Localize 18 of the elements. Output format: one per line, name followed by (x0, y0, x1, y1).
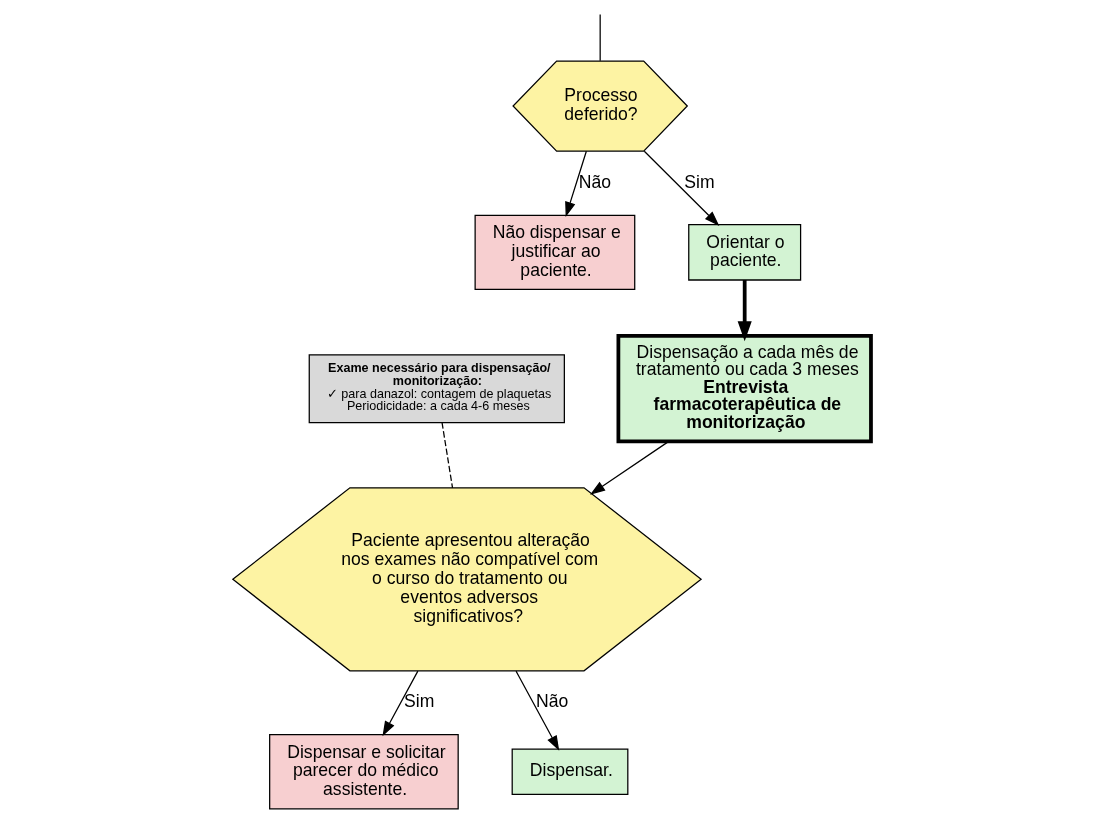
edge-label: Sim (404, 691, 435, 712)
arrow (643, 150, 720, 226)
arrow (382, 670, 419, 737)
connector (441, 422, 454, 489)
edge-label: Não (536, 691, 569, 712)
edge-label: Sim (684, 171, 715, 192)
node-box: Exame necessário para dispensação/ monitorização: ✓ para danazol: contagem de plaquetas Periodicidade: a cada 4-6 meses (308, 354, 565, 424)
edge-label: Não (578, 171, 612, 192)
node-box: Dispensar. (511, 748, 629, 796)
connector (599, 13, 601, 62)
node-box: Dispensar e solicitar parecer do médico assistente. (269, 734, 459, 810)
node-box: Dispensação a cada mês de tratamento ou cada 3 meses Entrevista farmacoterapêutica de monitorização (616, 334, 873, 444)
node-box: Orientar o paciente. (688, 224, 802, 281)
arrow (590, 441, 670, 495)
node-box: Não dispensar e justificar ao paciente. (474, 214, 636, 291)
arrow (515, 670, 560, 751)
arrow (737, 280, 752, 342)
arrow (565, 150, 587, 217)
